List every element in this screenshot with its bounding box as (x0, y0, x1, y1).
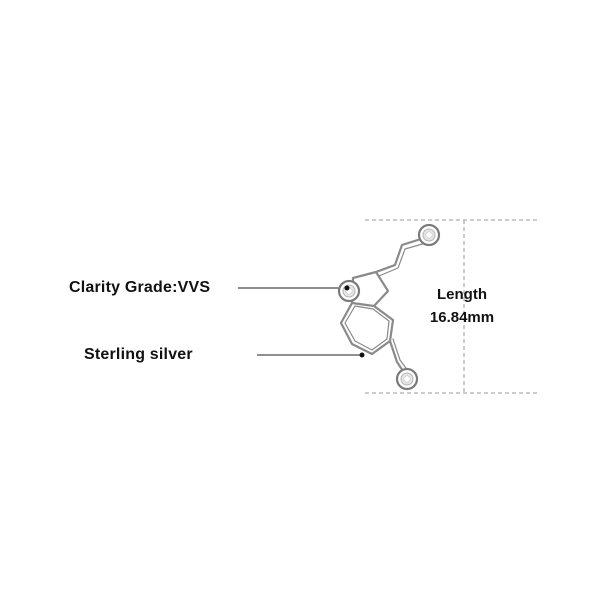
gem-stone-top-icon (417, 223, 441, 247)
material-label: Sterling silver (84, 346, 193, 363)
silver-leader-dot (359, 352, 365, 358)
gem-stone-bottom-icon (395, 367, 419, 391)
serotonin-molecule-earring-icon (339, 236, 427, 376)
gem-stone-left-icon (337, 279, 361, 303)
dimension-label: Length (437, 286, 487, 303)
dimension-value: 16.84mm (429, 309, 495, 326)
dimension-guides (365, 219, 537, 394)
clarity-grade-label: Clarity Grade:VVS (69, 279, 211, 296)
clarity-leader-dot (344, 285, 350, 291)
